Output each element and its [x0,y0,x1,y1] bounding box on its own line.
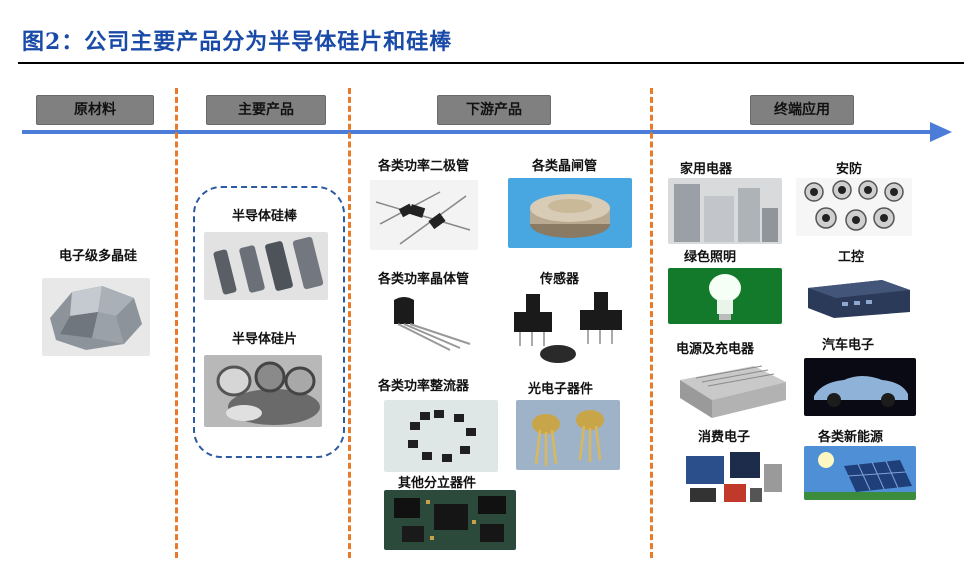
silicon-wafer-label: 半导体硅片 [232,332,298,347]
flow-arrow-head [930,122,952,142]
title-rule [18,62,964,64]
discrete-label: 其他分立器件 [398,476,477,491]
appliance-icon [668,178,782,244]
optoelectronic-icon [516,400,620,470]
appliance-label: 家用电器 [680,162,733,177]
security-label: 安防 [836,162,863,177]
rectifier-icon [384,400,498,472]
automotive-label: 汽车电子 [822,338,875,353]
power-supply-icon [676,360,790,422]
industrial-box-icon [802,268,914,320]
rectifier-label: 各类功率整流器 [378,379,470,394]
security-camera-icon [796,178,912,236]
transistor-icon [380,290,480,358]
discrete-board-icon [384,490,516,550]
figure-title: 图2：公司主要产品分为半导体硅片和硅棒 [22,29,453,55]
stage-applications: 终端应用 [750,95,854,125]
power-supply-label: 电源及充电器 [676,342,755,357]
consumer-label: 消费电子 [698,430,751,445]
thyristor-label: 各类晶闸管 [532,159,598,174]
stage-main-products: 主要产品 [206,95,326,125]
new-energy-label: 各类新能源 [818,430,884,445]
raw-material-label: 电子级多晶硅 [58,249,137,264]
polysilicon-image [42,278,150,356]
optoelectronic-label: 光电子器件 [528,382,594,397]
silicon-rod-icon [204,232,328,300]
stage-downstream: 下游产品 [437,95,551,125]
lighting-label: 绿色照明 [684,250,737,265]
cfl-bulb-icon [668,268,782,324]
sensor-icon [506,288,632,368]
diode-label: 各类功率二极管 [378,159,470,174]
sensor-label: 传感器 [540,272,580,287]
flow-arrow-shaft [22,130,934,134]
divider-1 [175,88,178,558]
industrial-label: 工控 [838,250,865,265]
consumer-electronics-icon [680,448,786,506]
stage-raw-material: 原材料 [36,95,154,125]
silicon-rod-label: 半导体硅棒 [232,209,298,224]
solar-panel-icon [804,446,916,500]
silicon-wafer-icon [204,355,322,427]
main-products-frame [193,186,345,458]
divider-3 [650,88,653,558]
diode-icon [370,180,478,250]
thyristor-icon [508,178,632,248]
car-icon [804,358,916,416]
divider-2 [348,88,351,558]
transistor-label: 各类功率晶体管 [378,272,470,287]
